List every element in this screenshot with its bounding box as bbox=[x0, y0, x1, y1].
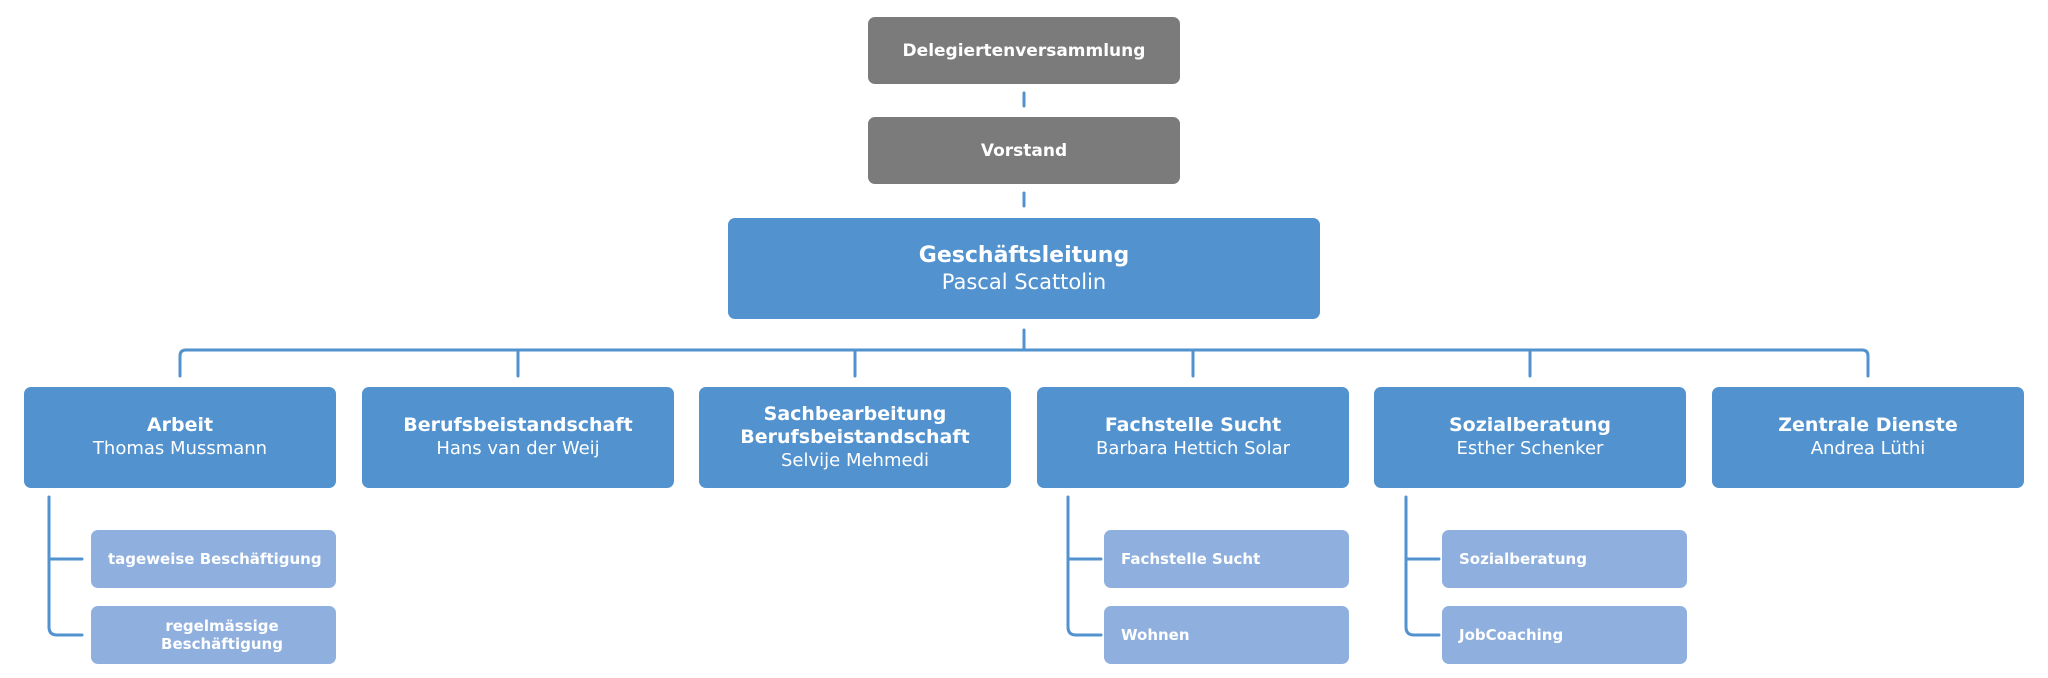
department-zentrale-dienste: Zentrale Dienste Andrea Lüthi bbox=[1712, 387, 2024, 488]
subunit-sozialberatung: Sozialberatung bbox=[1442, 530, 1687, 588]
connector-fachstelle-subunits bbox=[1066, 495, 1103, 637]
subunit-jobcoaching: JobCoaching bbox=[1442, 606, 1687, 664]
subunit-label: Fachstelle Sucht bbox=[1121, 550, 1261, 568]
assembly-box: Delegiertenversammlung bbox=[868, 17, 1180, 84]
connector-sozialberatung-subunits bbox=[1404, 495, 1441, 637]
department-title: Arbeit bbox=[146, 414, 214, 436]
department-title: Fachstelle Sucht bbox=[1104, 414, 1282, 436]
department-person: Esther Schenker bbox=[1456, 438, 1604, 459]
department-person: Thomas Mussmann bbox=[92, 438, 268, 459]
department-arbeit: Arbeit Thomas Mussmann bbox=[24, 387, 336, 488]
subunit-regelmaessige-beschaeftigung: regelmässige Beschäftigung bbox=[91, 606, 336, 664]
department-title: Zentrale Dienste bbox=[1778, 414, 1958, 436]
board-title: Vorstand bbox=[980, 140, 1068, 161]
subunit-label: tageweise Beschäftigung bbox=[108, 550, 322, 568]
management-person: Pascal Scattolin bbox=[941, 269, 1107, 294]
connector-department-bus bbox=[178, 348, 1870, 378]
department-person: Barbara Hettich Solar bbox=[1095, 438, 1290, 459]
subunit-label: JobCoaching bbox=[1459, 626, 1564, 644]
department-sozialberatung: Sozialberatung Esther Schenker bbox=[1374, 387, 1686, 488]
subunit-label: Wohnen bbox=[1121, 626, 1190, 644]
connector-arbeit-subunits bbox=[47, 495, 84, 637]
subunit-label: regelmässige Beschäftigung bbox=[161, 617, 283, 653]
department-fachstelle-sucht: Fachstelle Sucht Barbara Hettich Solar bbox=[1037, 387, 1349, 488]
subunit-wohnen: Wohnen bbox=[1104, 606, 1349, 664]
department-title-line1: Sachbearbeitung bbox=[763, 402, 947, 425]
department-person: Andrea Lüthi bbox=[1810, 438, 1926, 459]
subunit-fachstelle-sucht: Fachstelle Sucht bbox=[1104, 530, 1349, 588]
department-sachbearbeitung: Sachbearbeitung Berufsbeistandschaft Sel… bbox=[699, 387, 1011, 488]
department-person: Selvije Mehmedi bbox=[781, 449, 929, 471]
department-title: Sozialberatung bbox=[1448, 414, 1612, 436]
subunit-tageweise-beschaeftigung: tageweise Beschäftigung bbox=[91, 530, 336, 588]
management-box: Geschäftsleitung Pascal Scattolin bbox=[728, 218, 1320, 319]
management-title: Geschäftsleitung bbox=[918, 242, 1130, 268]
subunit-label: Sozialberatung bbox=[1459, 550, 1587, 568]
assembly-title: Delegiertenversammlung bbox=[902, 40, 1146, 61]
department-berufsbeistandschaft: Berufsbeistandschaft Hans van der Weij bbox=[362, 387, 674, 488]
department-title-line2: Berufsbeistandschaft bbox=[740, 425, 970, 448]
department-person: Hans van der Weij bbox=[436, 438, 600, 459]
board-box: Vorstand bbox=[868, 117, 1180, 184]
department-title: Berufsbeistandschaft bbox=[403, 414, 633, 436]
